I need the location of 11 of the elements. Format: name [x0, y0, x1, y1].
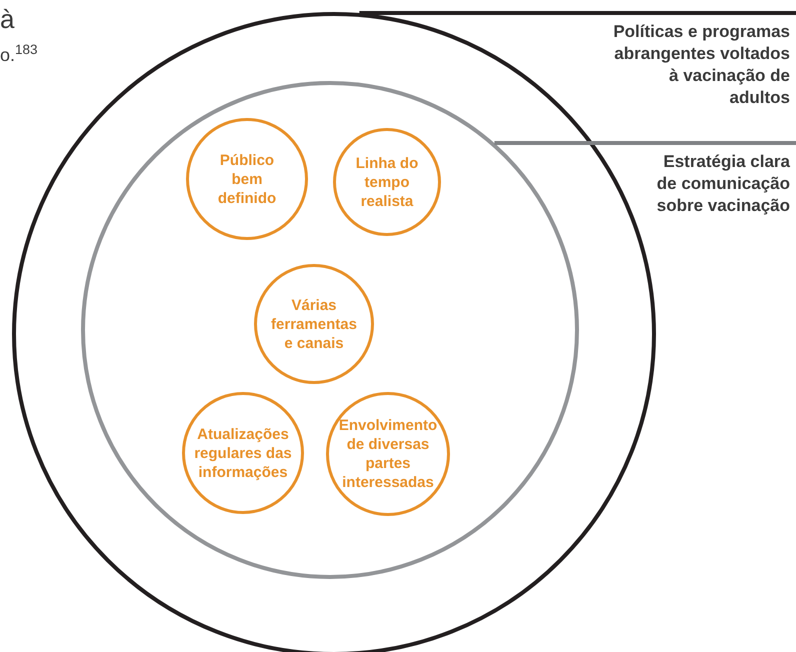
- topic-text: Linha do tempo realista: [354, 154, 420, 210]
- leader-line: [359, 11, 796, 15]
- page-text-fragment: à: [0, 4, 14, 34]
- label-text: Estratégia clara de comunicação sobre vacinação: [656, 151, 790, 217]
- topic-text: Público bem definido: [216, 150, 278, 208]
- page-text-fragment: o.$^{183}$: [0, 44, 38, 66]
- topic-text: Atualizações regulares das informações: [193, 424, 293, 482]
- leader-line: [494, 141, 796, 145]
- topic-text: Várias ferramentas e canais: [270, 296, 358, 352]
- topic-text: Envolvimento de diversas partes interessadas: [338, 416, 438, 492]
- label-text: Políticas e programas abrangentes voltados à vacinação de adultos: [612, 21, 790, 109]
